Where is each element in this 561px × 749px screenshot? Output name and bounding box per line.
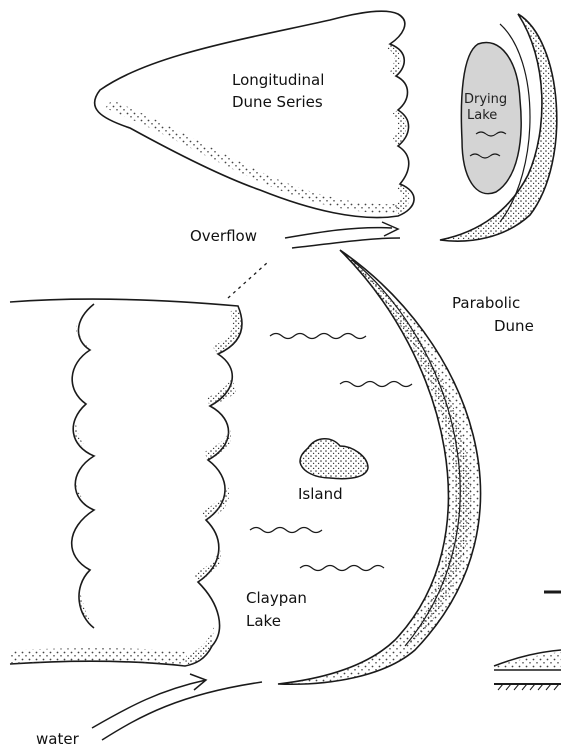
- water-inflow: [92, 674, 262, 740]
- side-profile-fragment: [494, 592, 561, 690]
- label-drying-lake: Lake: [467, 108, 497, 124]
- left-longitudinal-dunes: [10, 299, 242, 666]
- label-island: Island: [298, 484, 343, 504]
- label-claypan: Claypan: [246, 588, 307, 608]
- label-dune-series: Dune Series: [232, 92, 323, 112]
- island: [300, 439, 368, 479]
- label-drying: Drying: [464, 92, 507, 108]
- label-overflow: Overflow: [190, 226, 257, 246]
- label-longitudinal: Longitudinal: [232, 70, 324, 90]
- label-parabolic-dune: Dune: [494, 316, 534, 336]
- label-claypan-lake: Lake: [246, 611, 281, 631]
- label-water: water: [36, 729, 79, 749]
- longitudinal-dune-series: [95, 11, 414, 217]
- label-parabolic: Parabolic: [452, 293, 520, 313]
